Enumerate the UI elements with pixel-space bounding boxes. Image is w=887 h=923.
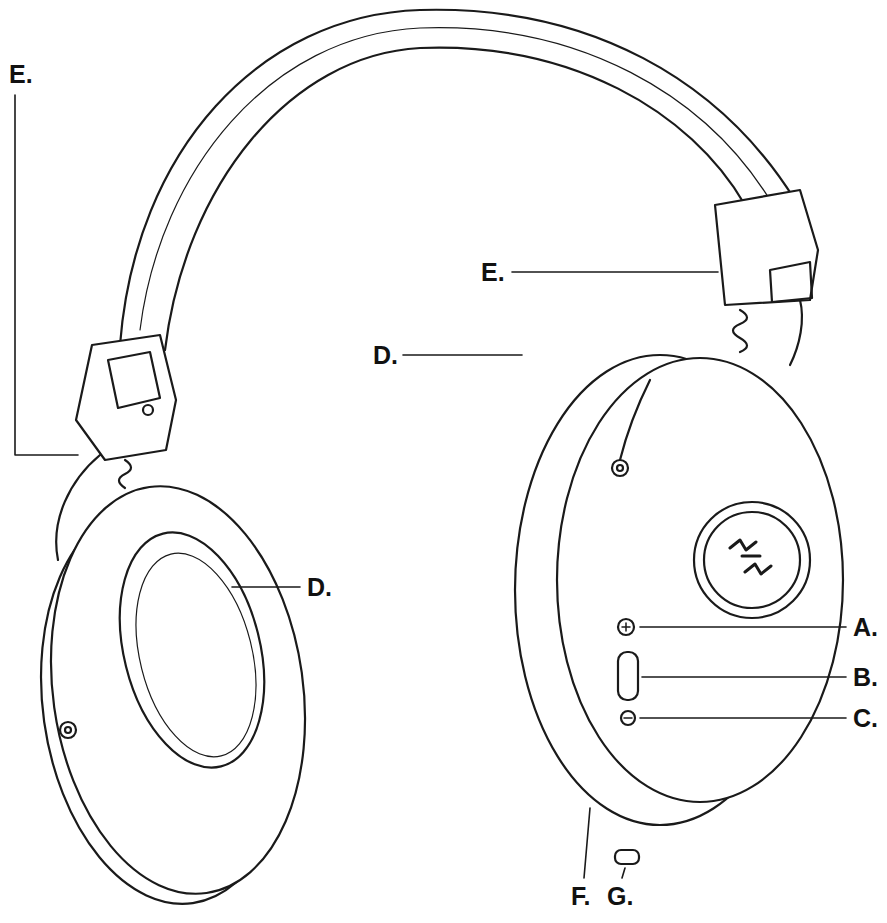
leader-line bbox=[232, 586, 300, 588]
leader-line bbox=[512, 271, 718, 273]
callout-letter: F. bbox=[570, 884, 591, 909]
right-screw bbox=[612, 460, 628, 476]
left-slider-screw bbox=[143, 405, 153, 415]
callout-letter: C. bbox=[852, 706, 879, 731]
headband-inner bbox=[165, 48, 745, 350]
left-cushion-opening-inner bbox=[117, 541, 276, 770]
leader-line bbox=[640, 626, 846, 628]
leader-line bbox=[403, 354, 522, 356]
headband-seam bbox=[140, 28, 770, 330]
right-wire bbox=[620, 380, 650, 460]
callout-letter: E. bbox=[8, 62, 34, 87]
logo-disc bbox=[694, 502, 810, 618]
leader-line bbox=[15, 95, 78, 455]
right-coil bbox=[733, 310, 747, 352]
right-cable bbox=[790, 300, 802, 365]
callout-letter: E. bbox=[480, 260, 506, 285]
leader-line bbox=[642, 676, 846, 678]
callout-letter: G. bbox=[606, 884, 634, 909]
callout-letter: D. bbox=[372, 343, 399, 368]
right-slider-plate bbox=[770, 262, 812, 302]
callout-letter: D. bbox=[306, 575, 333, 600]
right-slider bbox=[715, 190, 818, 305]
button-play bbox=[618, 652, 638, 700]
callout-letter: A. bbox=[852, 615, 879, 640]
callout-letter: B. bbox=[852, 665, 879, 690]
left-slider-detail bbox=[108, 352, 160, 408]
left-slider bbox=[76, 335, 176, 460]
logo-mark bbox=[730, 540, 771, 574]
button-minus bbox=[621, 711, 635, 725]
right-screw-center bbox=[617, 465, 623, 471]
leader-line bbox=[640, 717, 846, 719]
left-coil bbox=[119, 460, 131, 488]
button-minus-sign bbox=[624, 717, 632, 719]
left-cushion-opening bbox=[97, 517, 287, 783]
usb-port bbox=[615, 850, 639, 864]
left-cushion bbox=[26, 470, 331, 911]
leader-line bbox=[584, 808, 590, 878]
left-screw bbox=[60, 722, 76, 738]
button-plus bbox=[618, 619, 634, 635]
right-shell bbox=[557, 358, 843, 802]
logo-disc-inner bbox=[704, 512, 800, 608]
button-plus-sign bbox=[622, 623, 630, 631]
left-screw-center bbox=[65, 727, 71, 733]
headband bbox=[120, 10, 795, 345]
leader-line bbox=[622, 868, 625, 878]
